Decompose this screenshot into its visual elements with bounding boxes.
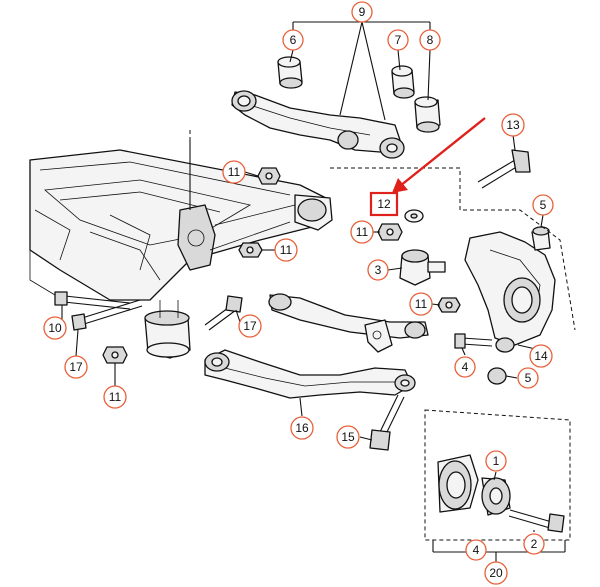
callout-16: 16 [290,416,314,440]
svg-text:12: 12 [377,197,391,211]
svg-text:9: 9 [359,5,366,19]
svg-text:13: 13 [506,118,520,132]
subframe-mount [144,300,191,359]
svg-text:7: 7 [395,33,402,47]
svg-text:4: 4 [462,360,469,374]
svg-text:11: 11 [228,165,241,179]
callout-11-right: 11 [350,220,374,244]
callout-12-highlighted: 12 [369,191,399,217]
callout-2: 2 [523,533,545,555]
svg-text:11: 11 [415,297,428,311]
callout-10: 10 [43,316,67,340]
dashed-group-outlines [189,130,576,541]
svg-text:4: 4 [473,543,480,557]
callout-3: 3 [367,259,389,281]
svg-text:5: 5 [540,198,547,212]
svg-text:14: 14 [534,349,548,363]
svg-text:2: 2 [531,537,538,551]
callout-5-bottom: 5 [517,367,539,389]
callout-20: 20 [484,561,508,585]
callout-4-mid: 4 [454,356,476,378]
bushing-8 [414,96,441,133]
svg-text:11: 11 [356,225,369,239]
callout-1: 1 [485,450,507,472]
svg-text:10: 10 [48,321,62,335]
wheel-hub [437,454,511,516]
lower-control-arm [204,349,416,399]
svg-text:11: 11 [109,390,122,404]
svg-text:20: 20 [489,566,503,580]
highlight-arrow [392,117,486,193]
svg-text:15: 15 [341,430,355,444]
bushing-6 [277,56,303,89]
callout-17-mid: 17 [238,314,262,338]
callout-11-lower: 11 [409,292,433,316]
callout-5-top: 5 [532,194,554,216]
washer-12 [404,209,424,223]
bolt-17a [71,299,143,331]
svg-text:6: 6 [290,33,297,47]
callout-8: 8 [419,29,441,51]
svg-text:1: 1 [493,454,500,468]
bolt-13 [477,149,531,189]
wheel-carrier [464,226,556,385]
svg-text:16: 16 [295,421,309,435]
bolt-17b [204,295,243,331]
nut-11-mid [238,242,263,258]
callout-9: 9 [351,1,373,23]
bushing-7 [391,65,415,99]
callout-6: 6 [282,29,304,51]
nut-11-bottom-left [102,346,128,364]
callout-11-bottom: 11 [103,385,127,409]
upper-control-arm [231,90,405,159]
svg-text:17: 17 [69,360,83,374]
callout-11-top: 11 [222,160,246,184]
nut-11-top [257,167,281,185]
callout-15: 15 [336,425,360,449]
svg-text:17: 17 [243,319,257,333]
bolt-4a [454,333,493,349]
svg-text:5: 5 [525,371,532,385]
svg-text:11: 11 [280,243,293,257]
callout-13: 13 [501,113,525,137]
callout-17-left: 17 [64,355,88,379]
svg-text:8: 8 [427,33,434,47]
bolt-2 [508,509,565,533]
transverse-link [268,293,429,353]
callout-11-mid: 11 [274,238,298,262]
callout-7: 7 [387,29,409,51]
bolt-15 [369,394,405,451]
bolt-10 [54,291,131,310]
nut-11-right [377,223,403,241]
nut-11-lower [437,297,461,313]
svg-text:3: 3 [375,263,382,277]
ball-joint [399,249,446,286]
callout-4-bottom: 4 [465,539,487,561]
callout-14: 14 [529,344,553,368]
rear-subframe [29,149,333,301]
